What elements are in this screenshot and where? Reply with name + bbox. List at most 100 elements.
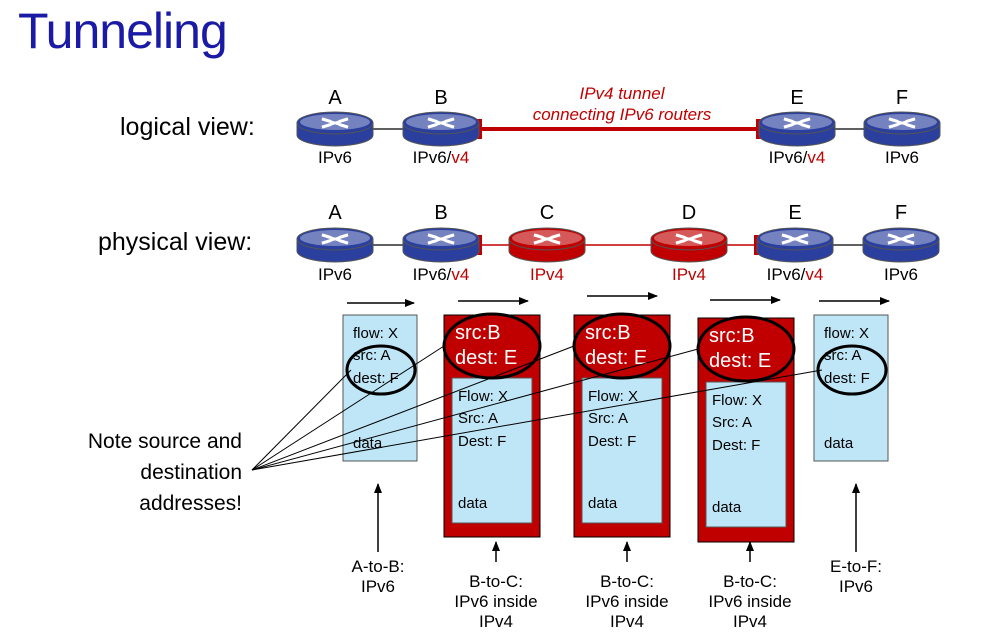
caption-line: IPv6 inside: [708, 592, 791, 611]
router-cross: [781, 233, 809, 245]
caption-line: A-to-B:: [352, 557, 405, 576]
router-type: IPv6/v4: [767, 265, 824, 284]
ipv6-datagram: [451, 377, 533, 524]
router-name: A: [328, 202, 342, 224]
router-type: IPv6: [885, 148, 919, 167]
header-flow: flow: X: [353, 325, 398, 342]
router-name: C: [540, 202, 554, 224]
router-name: F: [896, 87, 908, 109]
router-f-physical: [862, 227, 940, 263]
router-type-part: IPv6/: [767, 265, 806, 284]
note-text: Note source and destination addresses!: [50, 426, 242, 519]
router-c-physical: [508, 227, 586, 263]
caption-line: IPv6 inside: [585, 592, 668, 611]
caption-line: IPv6: [839, 577, 873, 596]
caption-line: IPv6 inside: [454, 592, 537, 611]
physical-view-label: physical view:: [98, 228, 253, 256]
tunnel-label: IPv4 tunnel: [579, 84, 665, 103]
router-type-part: IPv6: [885, 148, 919, 167]
header-flow: flow: X: [824, 325, 869, 342]
router-name: F: [895, 202, 907, 224]
router-a-logical: [296, 111, 374, 147]
router-name: B: [434, 87, 447, 109]
note-pointer-line: [251, 345, 575, 471]
header-src: src: A: [353, 347, 391, 364]
ipv4-src: src:B: [709, 325, 755, 347]
router-type-part: IPv6: [318, 148, 352, 167]
router-type-part: IPv6/: [413, 265, 452, 284]
router-a-physical: [296, 227, 374, 263]
router-type-part: IPv4: [672, 265, 706, 284]
router-type-part: IPv6/: [413, 148, 452, 167]
router-type: IPv6: [318, 265, 352, 284]
router-type-part: v4: [451, 265, 469, 284]
caption-line: IPv4: [479, 612, 513, 631]
ipv4-src: src:B: [455, 322, 501, 344]
header-src: Src: A: [588, 410, 628, 427]
router-b-logical: [402, 111, 480, 147]
header-dest: Dest: F: [588, 433, 636, 450]
router-b-physical: [402, 227, 480, 263]
caption-line: B-to-C:: [469, 572, 523, 591]
ipv4-src: src:B: [585, 322, 631, 344]
router-type: IPv4: [672, 265, 706, 284]
router-name: D: [682, 202, 696, 224]
router-cross: [427, 117, 455, 129]
logical-view-label: logical view:: [120, 113, 255, 141]
router-cross: [427, 233, 455, 245]
payload-data: data: [712, 499, 742, 516]
router-cross: [321, 117, 349, 129]
packet: src:B dest: E Flow: X Src: A Dest: F dataB-to…: [572, 312, 672, 631]
header-src: Src: A: [712, 414, 752, 431]
router-d-physical: [650, 227, 728, 263]
router-type-part: v4: [805, 265, 823, 284]
caption-line: IPv4: [733, 612, 767, 631]
router-type-part: IPv6: [884, 265, 918, 284]
router-cross: [887, 233, 915, 245]
header-src: src: A: [824, 347, 862, 364]
router-type: IPv6/v4: [413, 148, 470, 167]
router-type-part: IPv6/: [769, 148, 808, 167]
router-cross: [675, 233, 703, 245]
caption-line: B-to-C:: [600, 572, 654, 591]
note-pointer-line: [251, 348, 699, 471]
ipv6-datagram: [581, 377, 663, 524]
router-f-logical: [863, 111, 941, 147]
header-dest: Dest: F: [712, 437, 760, 454]
payload-data: data: [824, 435, 854, 452]
router-type: IPv6: [318, 148, 352, 167]
router-type-part: v4: [807, 148, 825, 167]
header-flow: Flow: X: [588, 388, 638, 405]
note-pointer-line: [251, 369, 823, 471]
header-flow: Flow: X: [458, 388, 508, 405]
note-pointer-line: [251, 369, 352, 471]
note-line: destination: [140, 461, 242, 484]
router-cross: [533, 233, 561, 245]
router-e-logical: [758, 111, 836, 147]
header-flow: Flow: X: [712, 392, 762, 409]
header-dest: dest: F: [353, 370, 399, 387]
caption-line: E-to-F:: [830, 557, 882, 576]
router-name: B: [434, 202, 447, 224]
payload-data: data: [588, 495, 618, 512]
router-cross: [321, 233, 349, 245]
header-dest: Dest: F: [458, 433, 506, 450]
router-type-part: IPv4: [530, 265, 564, 284]
router-type: IPv6/v4: [769, 148, 826, 167]
note-line: addresses!: [139, 492, 242, 515]
note-line: Note source and: [87, 430, 242, 453]
router-cross: [783, 117, 811, 129]
note-pointer-line: [251, 345, 445, 471]
ipv4-dest: dest: E: [709, 350, 771, 372]
highlight-ellipse: [816, 344, 888, 396]
router-name: A: [328, 87, 342, 109]
payload-data: data: [458, 495, 488, 512]
ipv6-datagram: [705, 381, 787, 528]
caption-line: IPv4: [610, 612, 644, 631]
ipv4-dest: dest: E: [585, 347, 647, 369]
router-name: E: [788, 202, 801, 224]
highlight-ellipse: [345, 344, 417, 396]
